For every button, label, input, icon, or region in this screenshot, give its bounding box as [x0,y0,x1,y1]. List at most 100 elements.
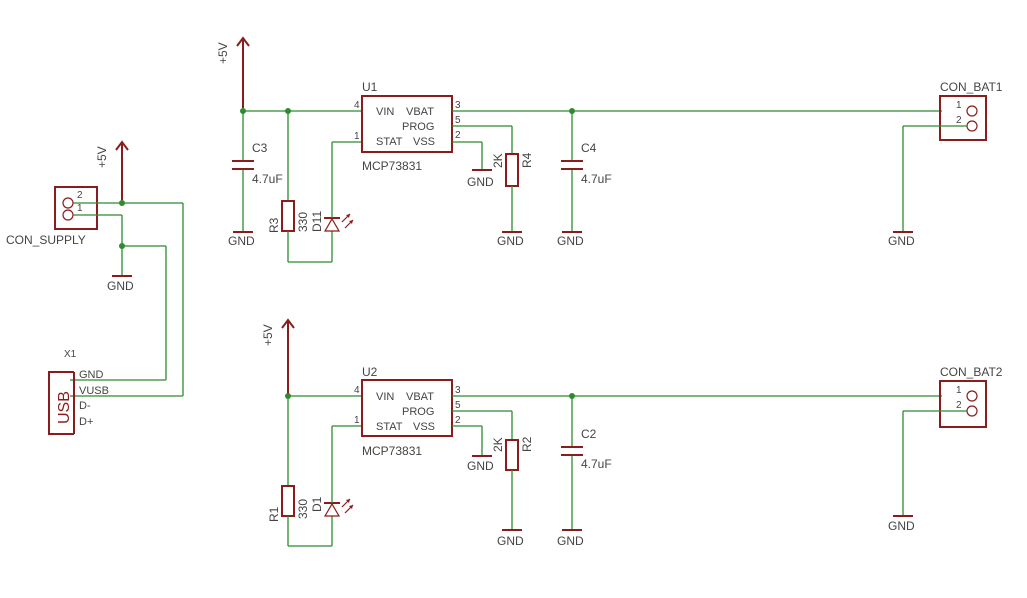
u1-pin1: 1 [354,131,360,142]
c2-label: C2 [581,427,597,441]
u2-stat: STAT [376,421,403,433]
supply-gnd-symbol: GND [107,275,134,293]
usb-pin-vusb: VUSB [79,385,109,397]
u1-capacitor-c3: C3 4.7uF [232,111,283,232]
u2-vbat: VBAT [406,391,434,403]
con-bat1-pin2: 2 [956,115,962,126]
u2-chip: U2 4 1 3 5 2 VIN VBAT PROG STAT VSS MCP7… [354,365,461,458]
c4-label: C4 [581,141,597,155]
r3-label: R3 [267,217,281,233]
c3-label: C3 [252,141,268,155]
u2-pin1: 1 [354,415,360,426]
u1-chip: U1 4 1 3 5 2 VIN VBAT PROG STAT VSS MCP7… [354,80,461,173]
u1-prog: PROG [402,121,434,133]
u2-pin3: 3 [455,385,461,396]
u1-resistor-r3: R3 330 [267,111,310,262]
u1-plus5v-label: +5V [216,42,230,64]
u2-label: U2 [362,365,378,379]
u2-plus5v-label: +5V [261,324,275,346]
u1-vin: VIN [376,106,394,118]
bat2-gnd-symbol: GND [888,515,915,533]
u2-pin2: 2 [455,415,461,426]
u1-pin4: 4 [354,100,360,111]
supply-wires [70,200,184,397]
u1-c3-gnd-symbol: GND [228,231,255,248]
u1-led-d11: D11 [310,142,354,262]
con-bat1-label: CON_BAT1 [940,80,1003,94]
r4-label: R4 [520,152,534,168]
u1-stat: STAT [376,136,403,148]
c4-value: 4.7uF [581,172,612,186]
u2-led-d1: D1 [310,426,354,546]
u1-pin3: 3 [455,100,461,111]
u2-pin4: 4 [354,385,360,396]
u1-r4-gnd-label: GND [497,234,524,248]
d1-label: D1 [310,496,324,512]
u1-c4-gnd-label: GND [557,234,584,248]
u2-vss-gnd-label: GND [467,459,494,473]
supply-plus5v-symbol: +5V [95,140,129,200]
con-supply-connector: 2 1 CON_SUPPLY [6,186,122,247]
usb-label: USB [56,391,73,424]
u2-resistor-r1: R1 330 [267,396,310,546]
u1-label: U1 [362,80,378,94]
supply-section: +5V 2 1 CON_SUPPLY [6,140,184,435]
r3-value: 330 [296,212,310,232]
u2-vin: VIN [376,391,394,403]
usb-pin-dminus: D- [79,400,91,412]
c2-value: 4.7uF [581,457,612,471]
con-bat1-connector: 1 2 CON_BAT1 [939,80,1003,141]
u2-charger-section: +5V R1 330 D1 U2 [261,318,1003,548]
u2-r2-gnd-symbol: GND [497,529,524,548]
u2-c2-gnd-symbol: GND [557,529,584,548]
u2-pin5: 5 [455,400,461,411]
u2-plus5v-symbol: +5V [261,318,295,394]
usb-pin-dplus: D+ [79,416,93,428]
u1-r4-gnd-symbol: GND [497,231,524,248]
bat1-gnd-symbol: GND [888,231,915,248]
u2-vss: VSS [413,421,435,433]
r2-label: R2 [520,436,534,452]
con-bat2-pin1: 1 [956,385,962,396]
r1-label: R1 [267,506,281,522]
con-bat2-connector: 1 2 CON_BAT2 [939,365,1003,428]
u1-pin2: 2 [455,130,461,141]
supply-gnd-label: GND [107,279,134,293]
c3-value: 4.7uF [252,172,283,186]
r1-value: 330 [296,499,310,519]
bat2-gnd-label: GND [888,519,915,533]
u1-pin5: 5 [455,115,461,126]
u1-c3-gnd-label: GND [228,234,255,248]
u2-part: MCP73831 [362,444,422,458]
u2-prog: PROG [402,406,434,418]
u2-c2-gnd-label: GND [557,534,584,548]
usb-connector-x1: X1 USB GND VUSB D- D+ [48,349,109,435]
supply-plus5v-label: +5V [95,146,109,168]
u1-vss-gnd-symbol: GND [467,169,494,189]
u1-vbat: VBAT [406,106,434,118]
u1-resistor-r4: 2K R4 [491,152,534,232]
u2-resistor-r2: 2K R2 [491,436,534,530]
con-supply-pin1: 1 [77,203,83,214]
u2-capacitor-c2: C2 4.7uF [561,396,612,530]
con-bat1-pin1: 1 [956,100,962,111]
u1-capacitor-c4: C4 4.7uF [561,111,612,232]
u1-charger-section: +5V C3 4.7uF GND R3 330 [216,36,1003,263]
u2-vss-gnd-symbol: GND [467,455,494,473]
u1-plus5v-symbol: +5V [216,36,250,108]
u1-vss: VSS [413,136,435,148]
u1-c4-gnd-symbol: GND [557,231,584,248]
x1-label: X1 [64,349,77,360]
r4-value: 2K [491,153,505,168]
con-bat2-label: CON_BAT2 [940,365,1003,379]
usb-pin-gnd: GND [79,369,104,381]
con-supply-pin2: 2 [77,190,83,201]
u2-r2-gnd-label: GND [497,534,524,548]
d11-label: D11 [310,211,324,232]
bat1-gnd-label: GND [888,234,915,248]
con-bat2-pin2: 2 [956,400,962,411]
u1-part: MCP73831 [362,159,422,173]
u1-vss-gnd-label: GND [467,175,494,189]
con-supply-label: CON_SUPPLY [6,233,86,247]
